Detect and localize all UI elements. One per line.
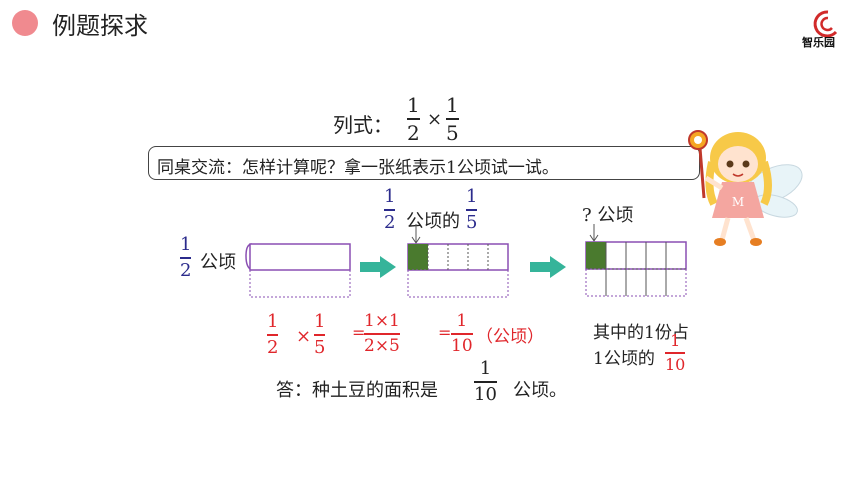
calc-frac-3: 1×1 2×5	[364, 313, 400, 355]
formula-frac-1-num: 1	[407, 93, 420, 117]
calc-unit: （公顷）	[476, 327, 544, 347]
calc-frac-2-den: 5	[314, 336, 326, 358]
calc-frac-4: 1 10	[451, 313, 473, 355]
calc-frac-1-den: 2	[267, 336, 279, 358]
formula-frac-1-den: 2	[407, 120, 420, 145]
note-line-2: 1公顷的	[593, 349, 655, 369]
prompt-text: 同桌交流：怎样计算呢？拿一张纸表示1公顷试一试。	[157, 158, 559, 178]
middle-frac-2: 1 5	[466, 186, 478, 233]
arrow-right-icon-2	[530, 256, 566, 278]
middle-frac-den: 2	[384, 211, 396, 233]
calc-frac-3-den: 2×5	[364, 335, 400, 356]
answer-prefix: 答：种土豆的面积是	[276, 380, 438, 401]
calc-frac-4-den: 10	[451, 335, 473, 356]
calc-eq-2: =	[438, 323, 452, 342]
left-frac-den: 2	[180, 259, 192, 281]
left-unit: 公顷	[200, 252, 236, 273]
formula-times: ×	[427, 109, 443, 130]
formula-label: 列式：	[333, 113, 393, 137]
logo-swirl-icon	[813, 10, 838, 38]
left-frac: 1 2	[180, 234, 192, 281]
formula-frac-2-den: 5	[446, 120, 459, 145]
page-title: 例题探求	[52, 12, 148, 40]
note-frac-num: 1	[670, 331, 681, 350]
logo: 智乐园	[802, 8, 850, 52]
fairy-character-image: M	[688, 130, 803, 246]
calc-frac-2: 1 5	[314, 311, 326, 358]
logo-text: 智乐园	[802, 36, 835, 49]
calc-frac-4-num: 1	[456, 311, 468, 331]
formula-frac-2: 1 5	[446, 95, 459, 143]
calc-frac-3-num: 1×1	[364, 311, 400, 331]
answer-frac: 1 10	[474, 360, 497, 404]
calc-eq-1: =	[352, 323, 366, 342]
svg-text:M: M	[732, 195, 744, 209]
calc-times: ×	[296, 326, 312, 347]
middle-frac-2-num: 1	[466, 186, 478, 207]
middle-frac-2-den: 5	[466, 211, 478, 233]
note-line-1: 其中的1份占	[593, 323, 689, 343]
middle-frac-num: 1	[384, 186, 396, 207]
note-frac-den: 10	[665, 354, 686, 374]
arrow-right-icon-1	[360, 256, 396, 278]
middle-text: 公顷的	[406, 211, 460, 232]
left-rect-diagram	[245, 243, 351, 298]
middle-frac: 1 2	[384, 186, 396, 233]
header-dot	[12, 10, 38, 36]
calc-frac-1-num: 1	[267, 311, 279, 332]
answer-suffix: 公顷。	[513, 380, 567, 401]
answer-frac-den: 10	[474, 383, 497, 405]
middle-rect-diagram	[407, 224, 509, 298]
left-frac-num: 1	[180, 234, 192, 255]
calc-frac-1: 1 2	[267, 311, 279, 358]
answer-frac-num: 1	[479, 358, 492, 379]
right-text: ? 公顷	[582, 205, 634, 226]
note-frac: 1 10	[665, 331, 686, 374]
prompt-box: 同桌交流：怎样计算呢？拿一张纸表示1公顷试一试。	[148, 146, 700, 180]
calc-frac-2-num: 1	[314, 311, 326, 332]
formula-frac-1: 1 2	[407, 95, 420, 143]
formula-frac-2-num: 1	[446, 93, 459, 117]
right-rect-diagram	[585, 224, 687, 297]
